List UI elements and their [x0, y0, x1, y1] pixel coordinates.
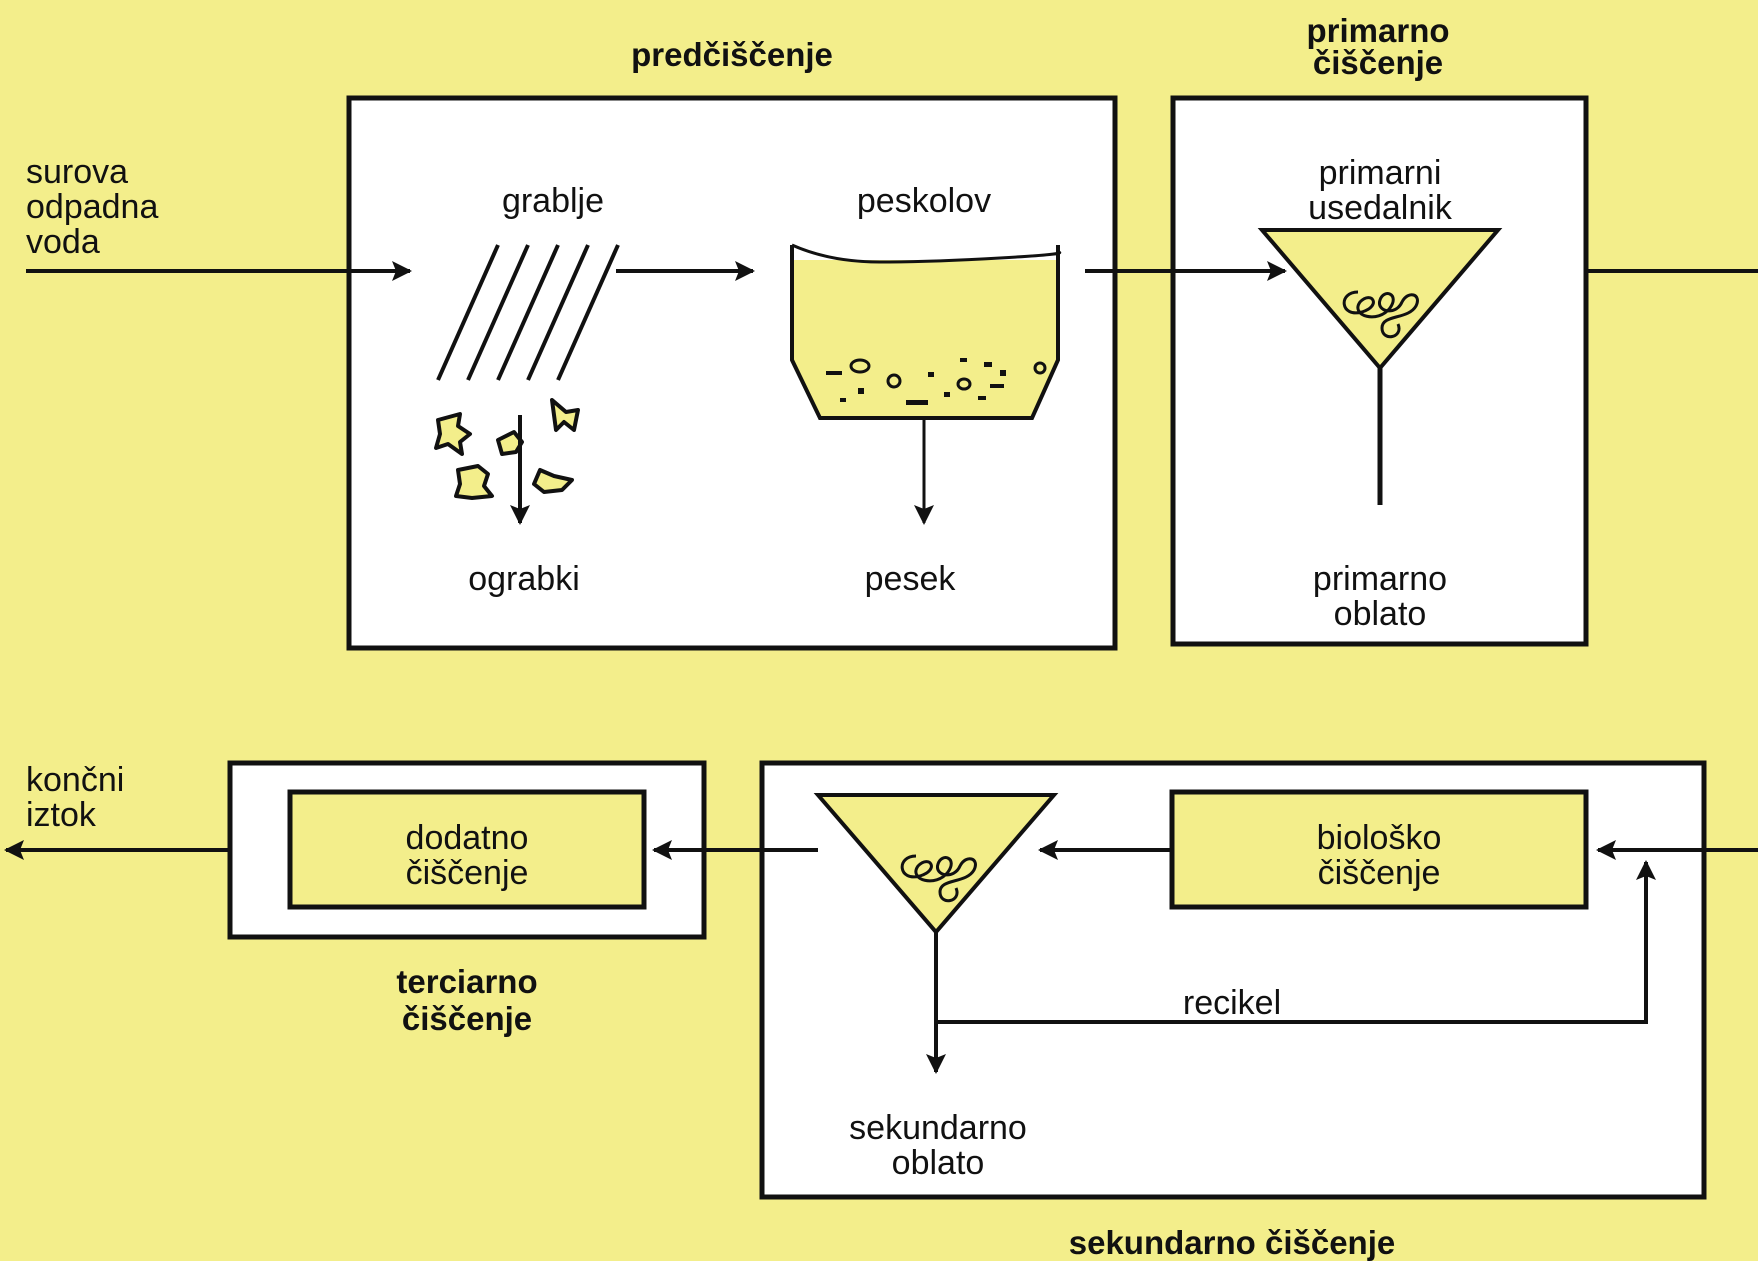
primary-title-line2: čiščenje	[1313, 44, 1443, 81]
additional-label-1: dodatno	[406, 819, 529, 857]
biological-label-1: biološko	[1317, 819, 1442, 857]
recycle-line	[936, 860, 1656, 1024]
tertiary-title-line1: terciarno	[396, 963, 537, 1000]
additional-treatment-box	[287, 789, 647, 910]
primary-clarifier-label-1: primarni	[1319, 154, 1442, 192]
screenings-debris	[434, 398, 580, 500]
secondary-clarifier	[813, 793, 1059, 936]
primary-sludge-label-2: oblato	[1334, 595, 1427, 633]
primary-sludge-label-1: primarno	[1313, 560, 1447, 598]
secondary-sludge-label-1: sekundarno	[849, 1109, 1027, 1147]
inflow-label-3: voda	[26, 223, 100, 261]
pretreatment-title: predčiščenje	[631, 36, 833, 73]
biological-label-2: čiščenje	[1318, 854, 1441, 892]
tertiary-title-line2: čiščenje	[402, 1000, 532, 1037]
outflow-label-2: iztok	[26, 796, 97, 834]
grit-label: pesek	[865, 560, 957, 598]
inflow-label-1: surova	[26, 153, 128, 191]
primary-clarifier-label-2: usedalnik	[1308, 189, 1453, 227]
grit-chamber-label: peskolov	[857, 182, 991, 220]
secondary-sludge-label-2: oblato	[892, 1144, 985, 1182]
secondary-title: sekundarno čiščenje	[1069, 1224, 1395, 1261]
outflow-label-1: končni	[26, 761, 124, 799]
screen-label: grablje	[502, 182, 604, 220]
primary-title-line1: primarno	[1306, 12, 1449, 49]
primary-clarifier	[1257, 228, 1503, 372]
screenings-label: ograbki	[468, 560, 580, 598]
recycle-label: recikel	[1183, 984, 1281, 1022]
additional-label-2: čiščenje	[406, 854, 529, 892]
grit-chamber	[790, 242, 1062, 420]
inflow-label-2: odpadna	[26, 188, 158, 226]
screen-bars	[436, 244, 620, 381]
